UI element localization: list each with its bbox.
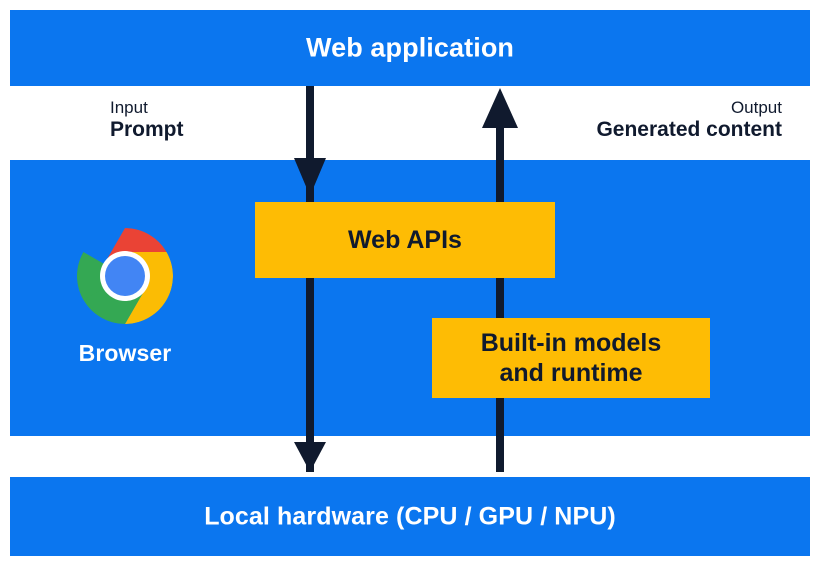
input-value: Prompt	[110, 118, 184, 142]
input-flow-label: Input Prompt	[110, 98, 184, 143]
chrome-logo-icon	[77, 228, 173, 324]
built-in-models-line-2: and runtime	[499, 359, 643, 387]
web-apis-box: Web APIs	[255, 202, 555, 278]
web-apis-label: Web APIs	[348, 225, 462, 254]
output-value: Generated content	[596, 118, 782, 142]
local-hardware-label: Local hardware (CPU / GPU / NPU)	[204, 502, 616, 530]
built-in-models-line-1: Built-in models	[480, 328, 662, 357]
browser-block: Browser	[60, 226, 190, 367]
layer-local-hardware: Local hardware (CPU / GPU / NPU)	[10, 477, 810, 556]
input-kicker: Input	[110, 98, 148, 117]
output-kicker: Output	[730, 98, 782, 117]
output-flow-label: Output Generated content	[596, 98, 782, 143]
browser-label: Browser	[78, 340, 172, 366]
web-application-label: Web application	[305, 32, 515, 63]
output-arrow-up-icon	[482, 88, 518, 472]
input-arrow-down-icon	[294, 86, 326, 472]
built-in-models-box: Built-in models and runtime	[432, 318, 710, 398]
layer-web-application: Web application	[10, 10, 810, 86]
